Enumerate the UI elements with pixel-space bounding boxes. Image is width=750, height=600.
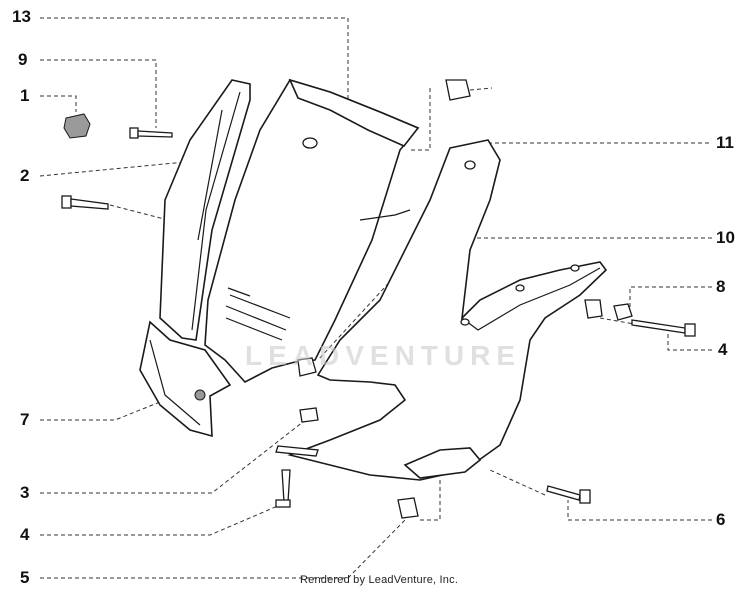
nut-1	[63, 113, 91, 139]
leader-lines	[39, 17, 712, 579]
leader-nut-top-b	[469, 87, 493, 91]
clip-10	[297, 357, 317, 377]
callout-4-lower: 4	[20, 525, 30, 544]
callout-9: 9	[18, 50, 28, 69]
leader-nut-top	[410, 88, 431, 151]
leader-2b	[109, 204, 169, 221]
leader-4a	[667, 330, 712, 351]
front-shield	[204, 78, 420, 383]
callout-1: 1	[20, 86, 30, 105]
leader-13	[40, 17, 349, 100]
callout-11: 11	[716, 133, 734, 152]
leader-6	[567, 500, 712, 521]
callout-8: 8	[716, 277, 726, 296]
callout-3: 3	[20, 483, 30, 502]
leader-6b	[489, 469, 546, 496]
hardware	[61, 79, 696, 519]
callout-10: 10	[716, 228, 735, 247]
clip-nut-top	[445, 79, 471, 101]
leader-1	[40, 95, 77, 112]
leader-4b	[40, 504, 281, 536]
screw-6	[546, 485, 591, 504]
screw-9	[129, 127, 173, 139]
leader-2	[39, 161, 186, 177]
callout-7: 7	[20, 410, 30, 429]
leader-7	[40, 401, 161, 421]
callout-5: 5	[20, 568, 30, 587]
leader-3	[40, 417, 309, 494]
side-trim-strip	[159, 79, 251, 341]
callout-2: 2	[20, 166, 30, 185]
leader-5	[40, 519, 406, 579]
callout-13: 13	[12, 7, 31, 26]
render-credit: Rendered by LeadVenture, Inc.	[300, 574, 459, 586]
screw-4-lower	[275, 469, 291, 508]
leader-5b	[420, 478, 441, 521]
clip-5	[397, 497, 419, 519]
plate	[275, 445, 319, 457]
leader-9	[40, 59, 157, 128]
screw-4-right	[631, 319, 696, 337]
screw-long	[61, 195, 109, 210]
nut-8	[613, 303, 633, 321]
lower-left-panel	[139, 320, 232, 438]
leader-8	[629, 286, 712, 308]
clip-right	[584, 299, 603, 319]
watermark-text: LEADVENTURE	[245, 340, 522, 371]
leg-shield-fairing	[287, 139, 608, 481]
callout-6: 6	[716, 510, 726, 529]
clip-3	[299, 407, 319, 423]
callout-4-right: 4	[718, 340, 728, 359]
